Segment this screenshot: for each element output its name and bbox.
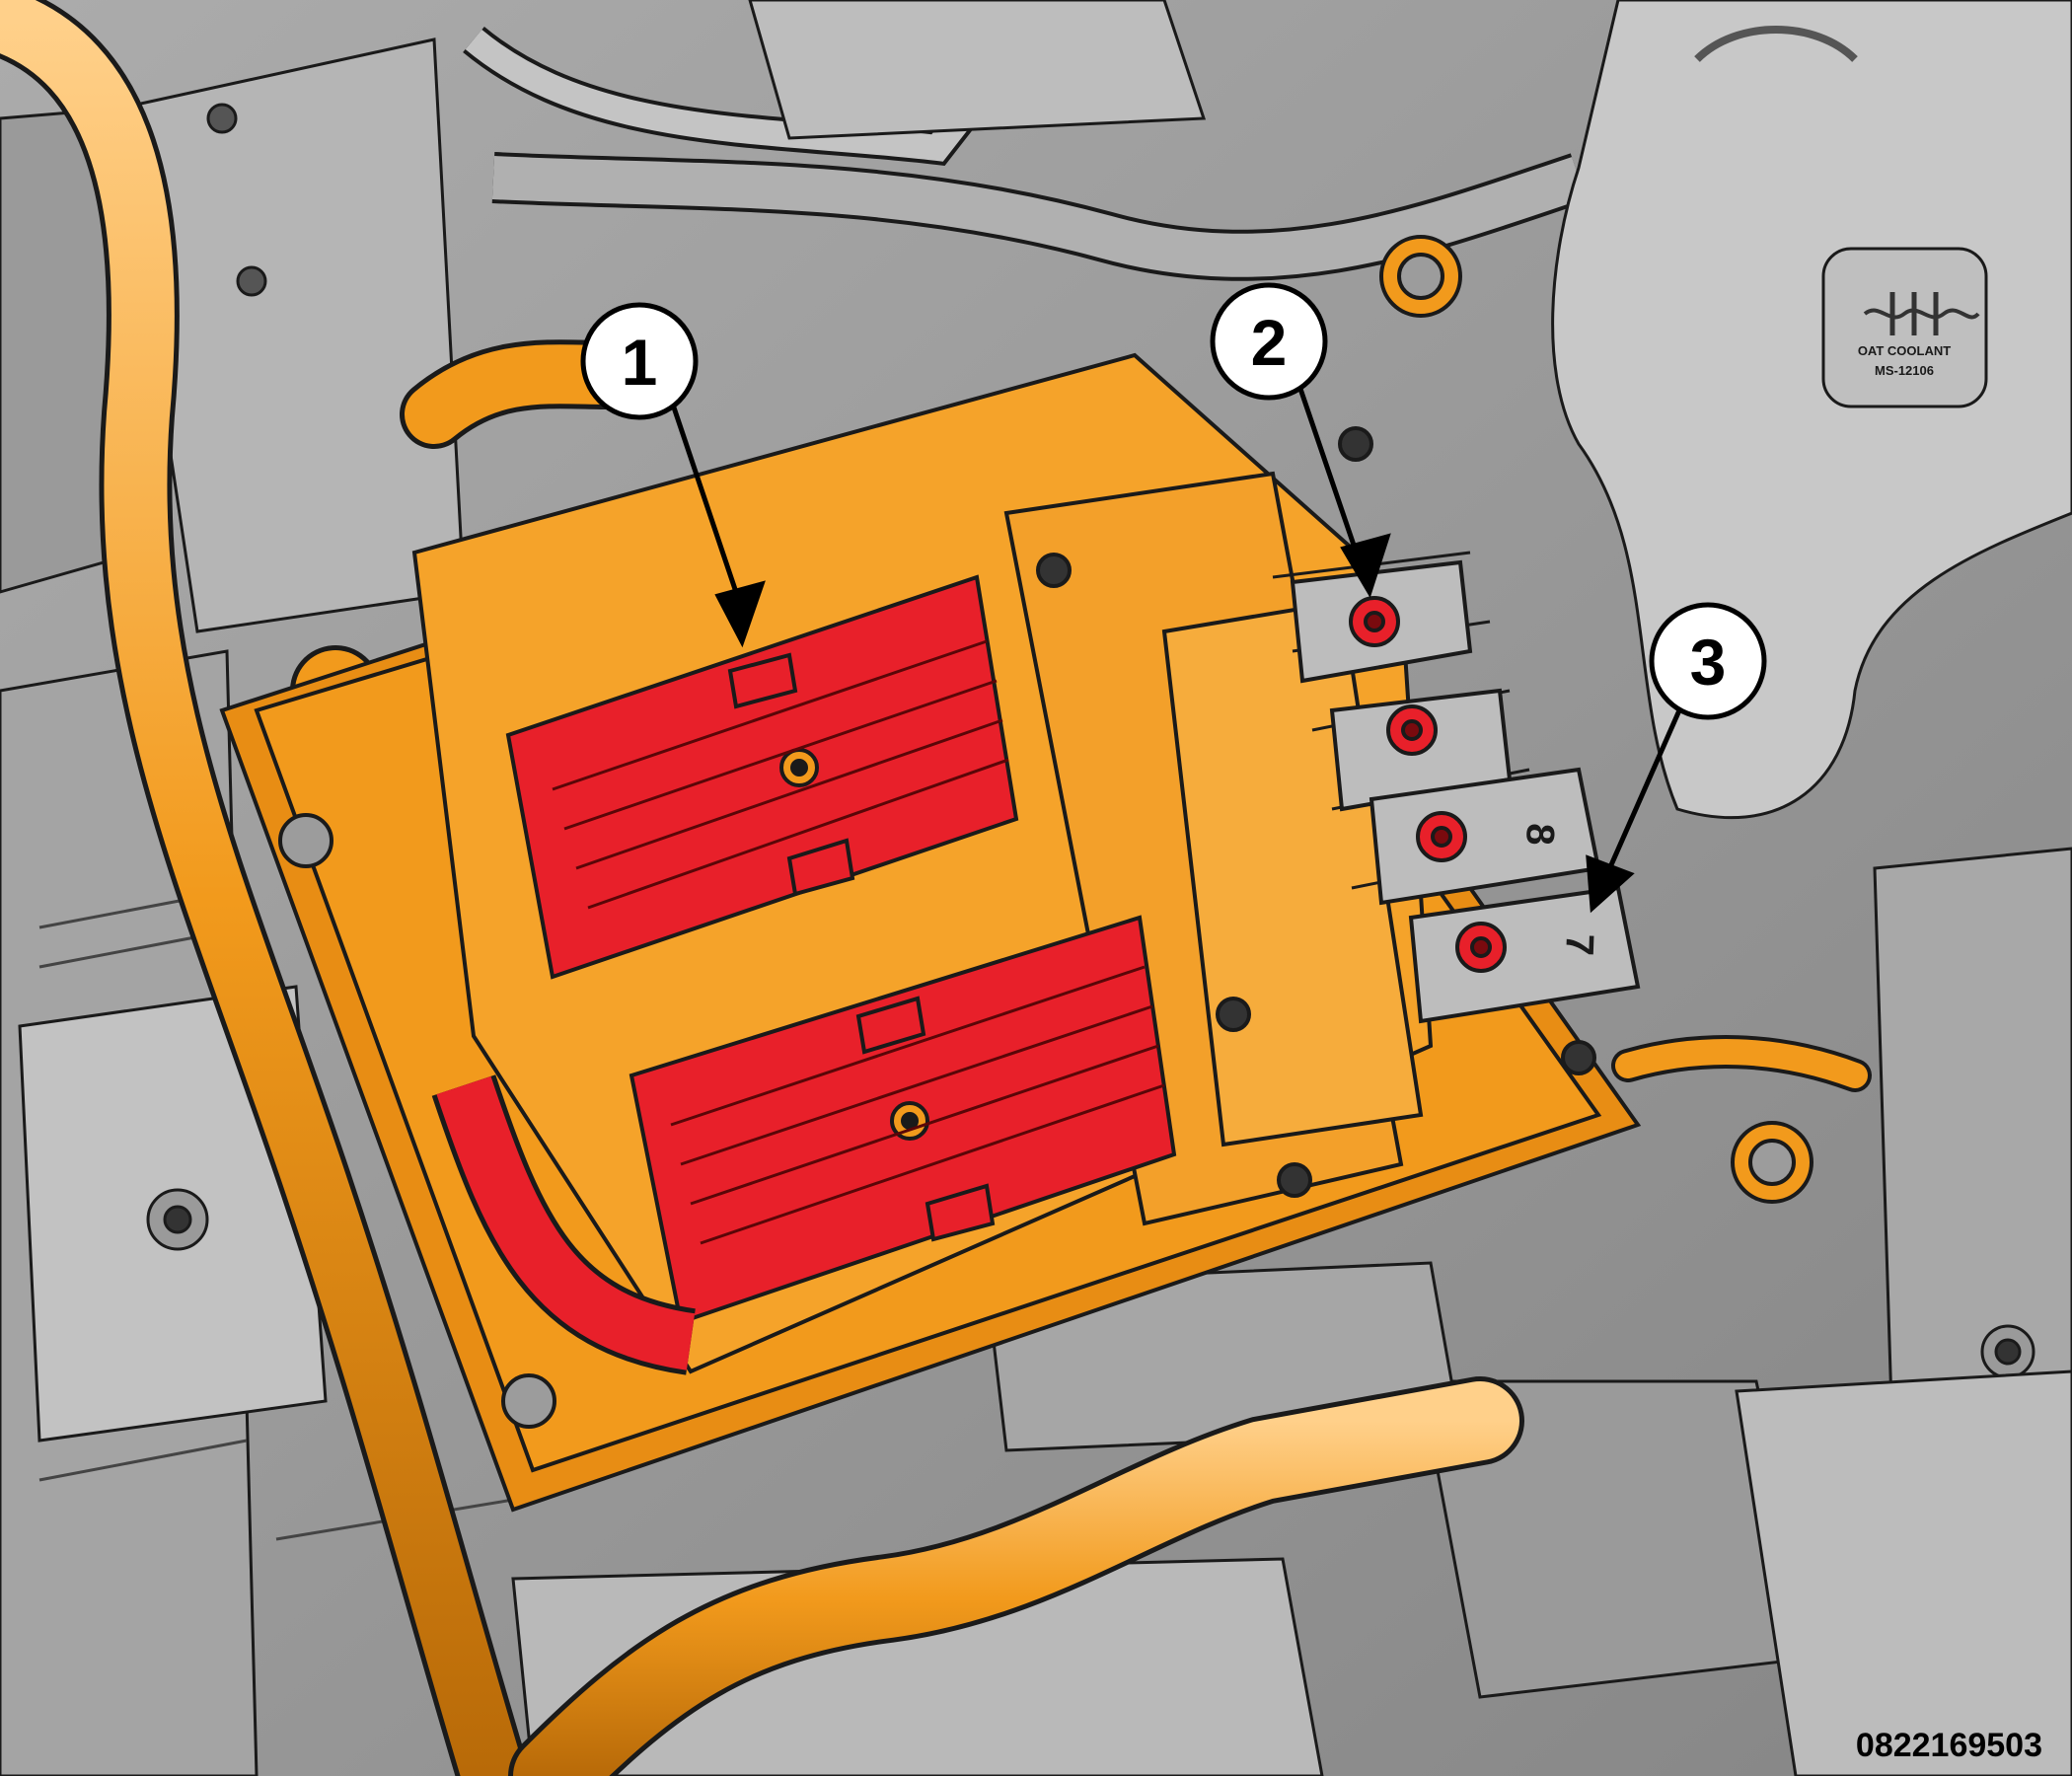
coolant-label-line2: MS-12106 <box>1875 363 1934 378</box>
mounting-bolts <box>278 235 1813 1429</box>
callout-1-number: 1 <box>622 326 658 399</box>
terminal-number-7: 7 <box>1557 933 1601 957</box>
terminal-number-8: 8 <box>1517 823 1562 847</box>
callout-3-circle <box>1649 602 1767 720</box>
fuse-relay-module <box>219 235 1813 1513</box>
callout-arrows <box>670 388 1682 914</box>
callout-3-arrowhead <box>1586 854 1635 914</box>
callout-1-circle <box>580 302 699 420</box>
callout-2-circle <box>1210 282 1328 401</box>
coolant-label-line1: OAT COOLANT <box>1858 343 1951 358</box>
callout-2: 2 <box>1210 282 1328 401</box>
red-connector-upper <box>505 574 1019 980</box>
callout-1: 1 <box>580 302 699 420</box>
callout-1-leader <box>670 404 745 611</box>
callout-1-arrowhead <box>714 580 766 648</box>
callout-3-number: 3 <box>1690 626 1727 699</box>
callout-3: 3 <box>1649 602 1767 720</box>
callout-2-arrowhead <box>1340 533 1391 599</box>
callout-2-number: 2 <box>1251 306 1288 379</box>
coolant-cap-label: OAT COOLANT MS-12106 <box>1858 292 1980 378</box>
terminal-block-4 <box>1408 885 1641 1024</box>
red-connectors <box>431 574 1177 1375</box>
terminal-stack <box>1290 559 1641 1024</box>
figure-id: 0822169503 <box>1856 1727 2042 1764</box>
callout-2-leader <box>1297 388 1363 563</box>
callout-3-leader <box>1603 708 1682 878</box>
